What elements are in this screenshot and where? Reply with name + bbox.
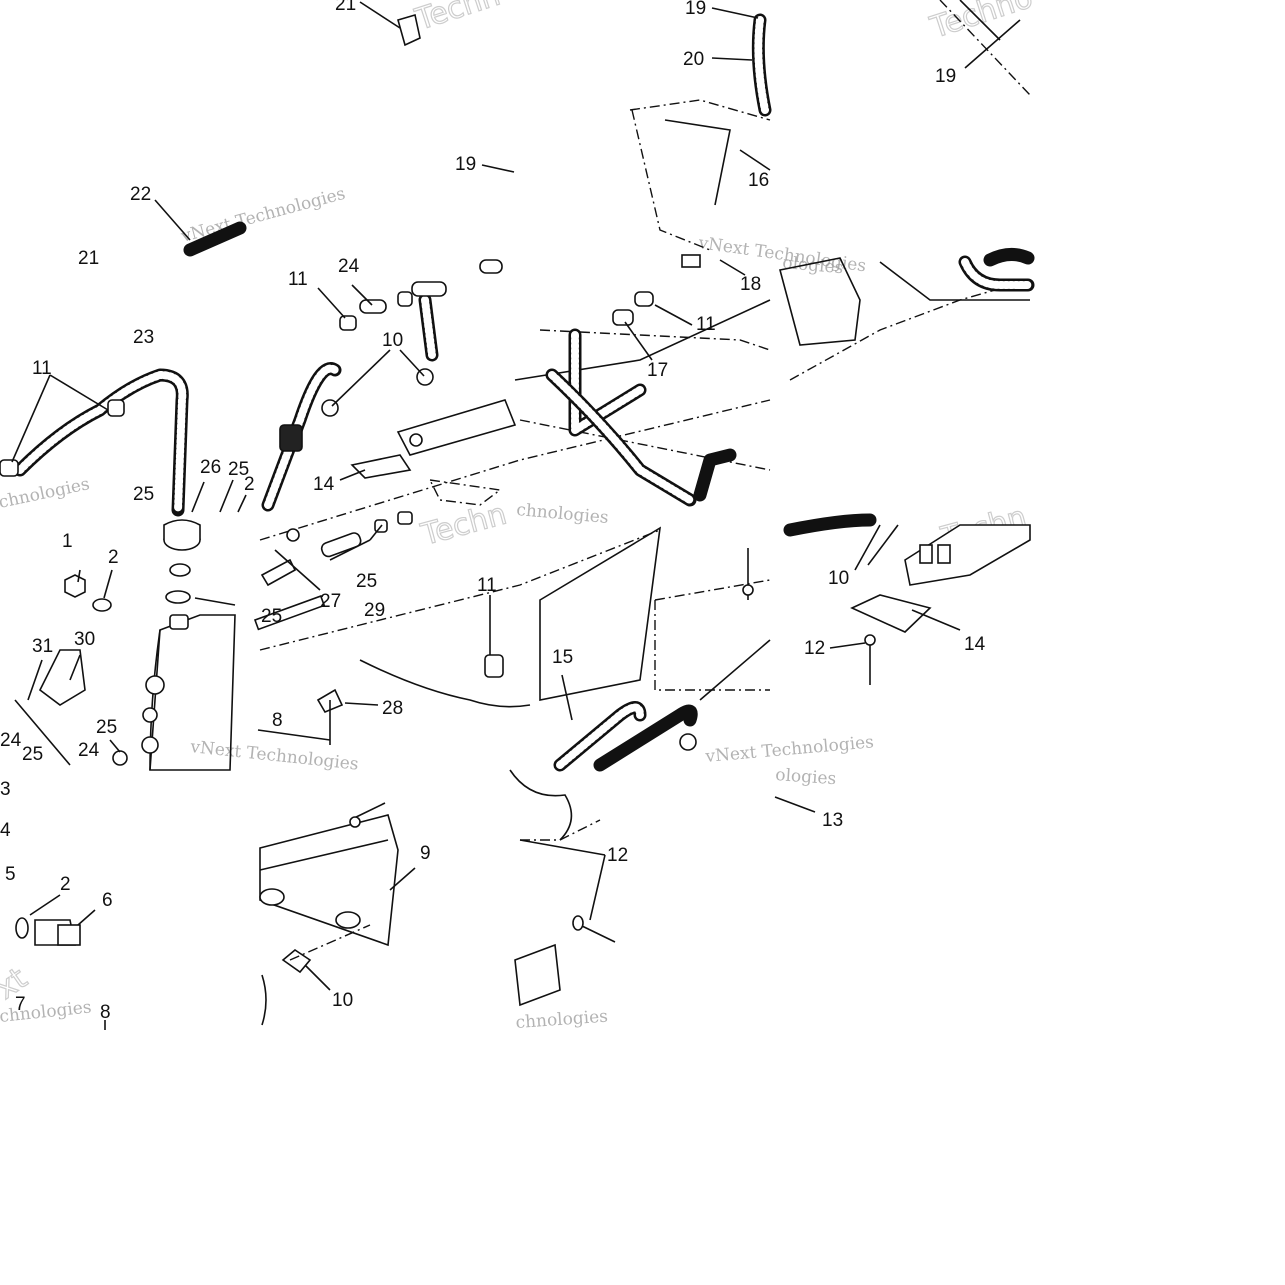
callout-25: 25 xyxy=(356,571,377,592)
callout-28: 28 xyxy=(382,698,403,719)
callout-19: 19 xyxy=(685,0,706,19)
callout-7: 7 xyxy=(15,994,26,1015)
leader-lines xyxy=(11,1,1021,1030)
callout-25: 25 xyxy=(261,606,282,627)
callout-31: 31 xyxy=(32,636,53,657)
callout-30: 30 xyxy=(74,629,95,650)
callout-25: 25 xyxy=(96,717,117,738)
callout-5: 5 xyxy=(5,864,16,885)
watermark-text: chnologies xyxy=(516,500,610,528)
callout-17: 17 xyxy=(647,360,668,381)
frame-linework xyxy=(0,0,1035,1026)
callout-24: 24 xyxy=(78,740,100,761)
watermark-text: vNext Technologies xyxy=(188,737,359,775)
callout-14: 14 xyxy=(964,634,986,655)
callout-8: 8 xyxy=(272,710,283,731)
watermark-layer: Techn Techno vNext Technologies vNext Te… xyxy=(0,0,1038,1033)
callout-8: 8 xyxy=(100,1002,111,1023)
callout-10: 10 xyxy=(332,990,353,1011)
callout-19: 19 xyxy=(935,66,956,87)
callout-3: 3 xyxy=(0,779,11,800)
callout-11: 11 xyxy=(696,314,716,335)
callout-10: 10 xyxy=(382,330,403,351)
watermark-text: ologies xyxy=(782,253,845,278)
callout-25: 25 xyxy=(133,484,154,505)
callout-2: 2 xyxy=(108,547,119,568)
watermark-text: Techno xyxy=(926,0,1037,46)
callout-14: 14 xyxy=(313,474,335,495)
callout-labels: 21 19 20 19 19 16 22 18 21 11 24 10 11 1… xyxy=(0,0,986,1023)
callout-16: 16 xyxy=(748,170,769,191)
callout-21: 21 xyxy=(335,0,356,15)
callout-25: 25 xyxy=(22,744,43,765)
callout-4: 4 xyxy=(0,820,11,841)
callout-12: 12 xyxy=(607,845,628,866)
callout-18: 18 xyxy=(740,274,761,295)
callout-25: 25 xyxy=(228,459,249,480)
watermark-text: Techn xyxy=(411,0,505,38)
callout-11: 11 xyxy=(477,575,497,596)
callout-20: 20 xyxy=(683,49,704,70)
watermark-text: chnologies xyxy=(0,474,91,513)
callout-6: 6 xyxy=(102,890,113,911)
callout-19: 19 xyxy=(455,154,476,175)
callout-11: 11 xyxy=(32,358,52,379)
callout-24: 24 xyxy=(0,730,22,751)
callout-27: 27 xyxy=(320,591,341,612)
watermark-text: ologies xyxy=(775,765,837,789)
callout-9: 9 xyxy=(420,843,431,864)
callout-23: 23 xyxy=(133,327,154,348)
callout-11: 11 xyxy=(288,269,308,290)
callout-10: 10 xyxy=(828,568,849,589)
callout-13: 13 xyxy=(822,810,843,831)
watermark-text: chnologies xyxy=(515,1007,609,1033)
callout-29: 29 xyxy=(364,600,385,621)
watermark-text: vNext Technologies xyxy=(704,732,875,767)
callout-12: 12 xyxy=(804,638,825,659)
callout-21: 21 xyxy=(78,248,99,269)
callout-2: 2 xyxy=(60,874,71,895)
callout-2: 2 xyxy=(244,474,255,495)
callout-22: 22 xyxy=(130,184,151,205)
callout-26: 26 xyxy=(200,457,221,478)
callout-24: 24 xyxy=(338,256,360,277)
watermark-text: Techn xyxy=(417,497,510,553)
callout-15: 15 xyxy=(552,647,573,668)
callout-1: 1 xyxy=(62,531,73,552)
